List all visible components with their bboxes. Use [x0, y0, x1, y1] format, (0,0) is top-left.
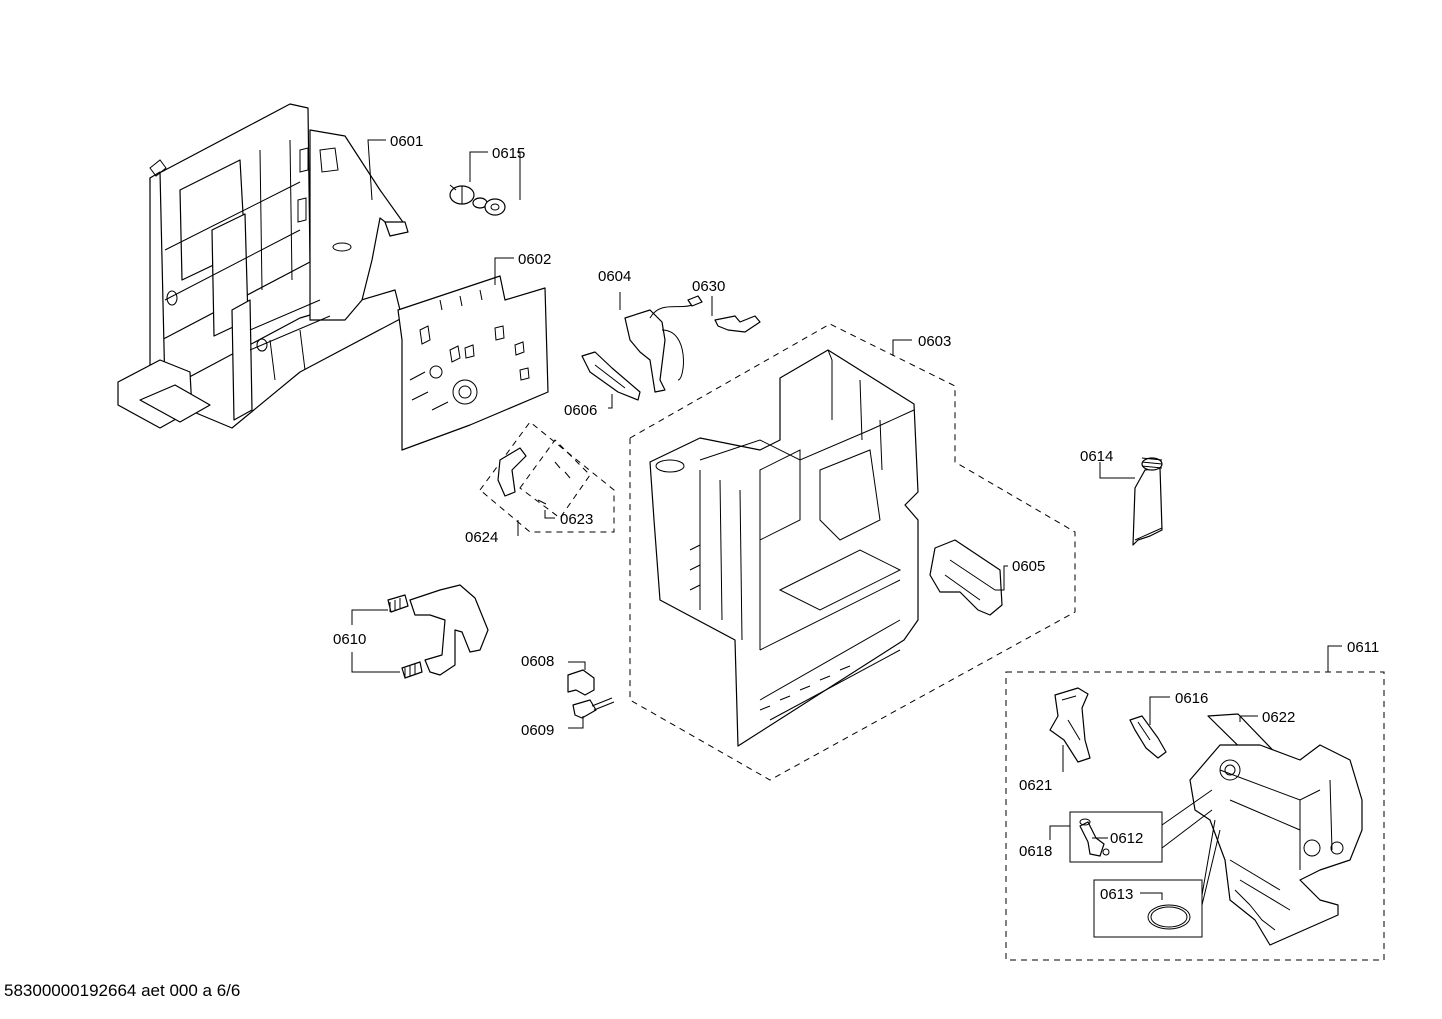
group-0603-outline [629, 323, 1076, 781]
group-0624-outline [479, 421, 615, 533]
part-0613-seal [1147, 904, 1191, 930]
label-0610: 0610 [333, 631, 366, 648]
label-0611: 0611 [1347, 639, 1379, 656]
label-0618: 0618 [1019, 843, 1052, 860]
part-0621-lever [1049, 687, 1091, 763]
label-0630: 0630 [692, 278, 725, 295]
part-0601-frame [117, 103, 409, 429]
part-0606-bracket [581, 351, 641, 401]
group-0612-box [1069, 811, 1163, 863]
part-0603-housing [649, 349, 919, 747]
label-0622: 0622 [1262, 709, 1295, 726]
label-0608: 0608 [521, 653, 554, 670]
part-0615-knob [449, 184, 506, 216]
part-0630-clip [714, 315, 761, 333]
label-0613: 0613 [1100, 886, 1133, 903]
label-0602: 0602 [518, 251, 551, 268]
part-0605 [929, 539, 1003, 616]
label-0623: 0623 [560, 511, 593, 528]
label-0616: 0616 [1175, 690, 1208, 707]
label-0612: 0612 [1110, 830, 1143, 847]
part-0609 [572, 697, 615, 719]
label-0604: 0604 [598, 268, 631, 285]
label-0603: 0603 [918, 333, 951, 350]
label-0615: 0615 [492, 145, 525, 162]
part-0618 [1079, 818, 1110, 857]
label-0614: 0614 [1080, 448, 1113, 465]
label-0621: 0621 [1019, 777, 1052, 794]
part-0624-bracket [497, 447, 571, 505]
part-0611-brewing-unit [1189, 744, 1363, 946]
label-0605: 0605 [1012, 558, 1045, 575]
part-0608 [567, 669, 595, 696]
part-0614-tube [1132, 457, 1163, 546]
label-0624: 0624 [465, 529, 498, 546]
part-0604-sensor [624, 295, 703, 393]
part-0602-board [397, 275, 549, 451]
label-0606: 0606 [564, 402, 597, 419]
group-0623-outline [519, 439, 591, 519]
group-0611-outline [1005, 671, 1385, 961]
label-0601: 0601 [390, 133, 423, 150]
label-0609: 0609 [521, 722, 554, 739]
group-0613-box [1093, 879, 1203, 938]
part-0616 [1129, 715, 1167, 759]
part-0610-bracket [387, 584, 489, 679]
document-footer-id: 58300000192664 aet 000 a 6/6 [4, 981, 241, 1000]
